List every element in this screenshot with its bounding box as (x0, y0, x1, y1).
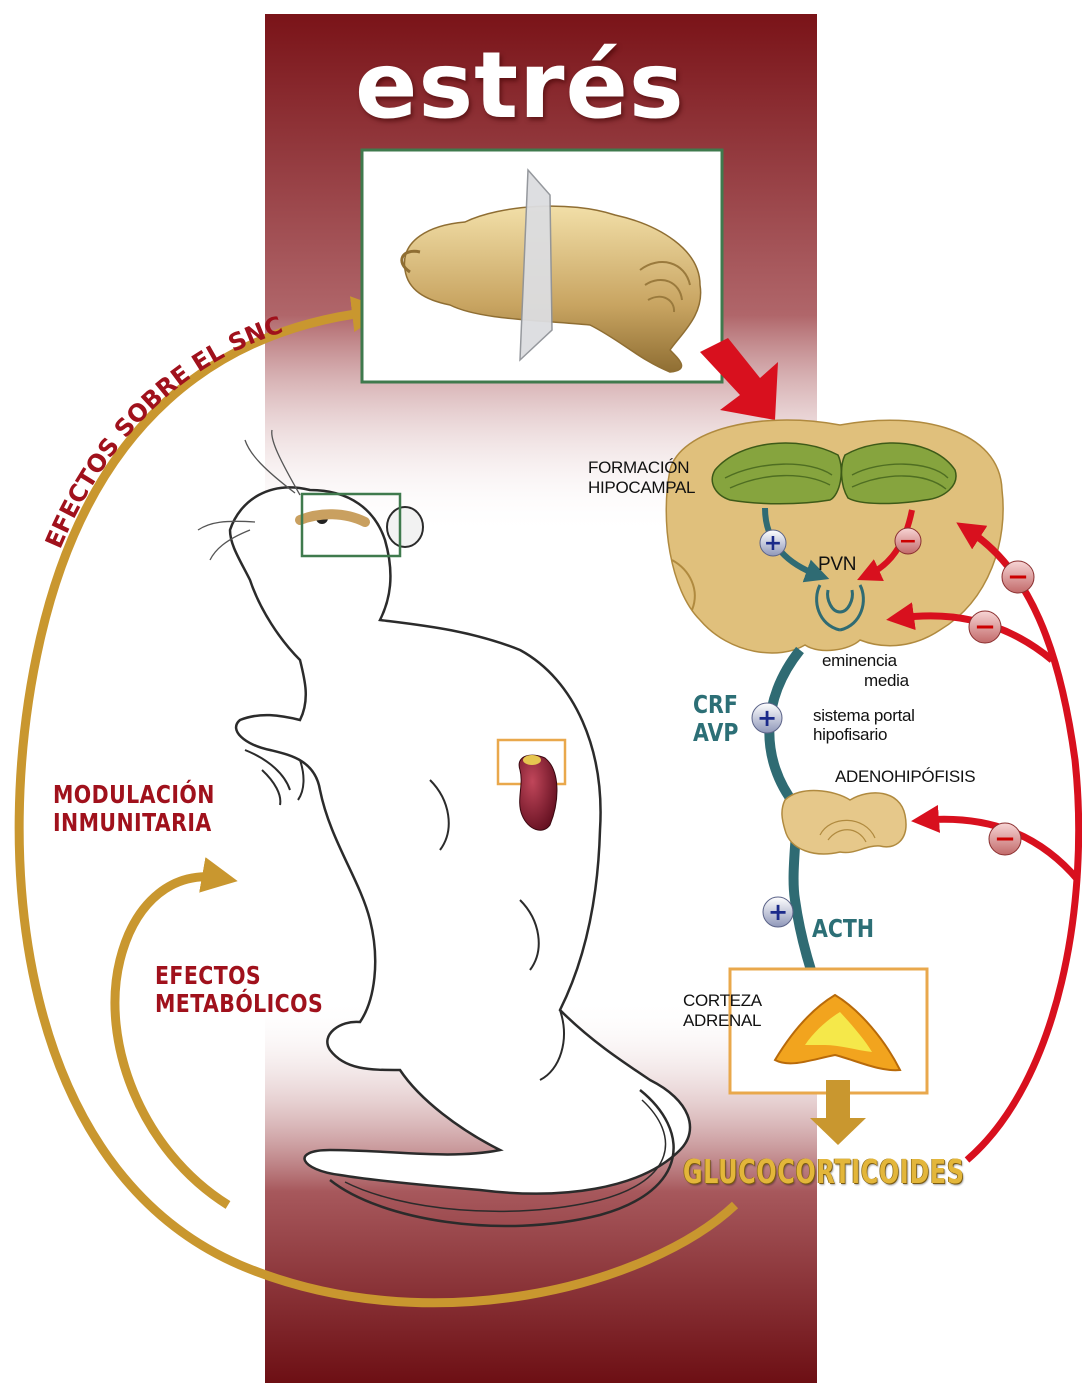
minus-sign-4: − (994, 824, 1016, 854)
metabolicos-label-1: EFECTOS (155, 963, 261, 989)
plus-badge-acth: + (763, 897, 793, 927)
gold-arc-metabolic (115, 877, 228, 1205)
minus-sign-1: − (899, 529, 917, 554)
spleen-icon (519, 755, 557, 830)
adenohipofisis-label: ADENOHIPÓFISIS (835, 768, 975, 786)
formacion-label-1: FORMACIÓN (588, 459, 689, 477)
corteza-label-2: ADRENAL (683, 1012, 761, 1030)
plus-sign-3: + (768, 898, 788, 926)
minus-sign-2: − (1007, 562, 1029, 592)
corteza-label-1: CORTEZA (683, 992, 762, 1010)
minus-badge-hippo: − (895, 528, 921, 554)
plus-badge-crf: + (752, 703, 782, 733)
sistema-label-1: sistema portal (813, 707, 915, 725)
eminencia-label-2: media (864, 672, 909, 690)
minus-badge-feedback-1: − (1002, 561, 1034, 593)
diagram-title: estrés (355, 38, 685, 135)
modulacion-label-1: MODULACIÓN (53, 782, 215, 808)
minus-badge-feedback-2: − (969, 611, 1001, 643)
avp-label: AVP (693, 720, 738, 746)
sistema-label-2: hipofisario (813, 726, 887, 744)
glucocorticoides-label: GLUCOCORTICOIDES (683, 1155, 965, 1190)
metabolicos-label-2: METABÓLICOS (155, 991, 323, 1017)
plus-badge-hippo: + (760, 530, 786, 556)
minus-sign-3: − (974, 612, 996, 642)
formacion-label-2: HIPOCAMPAL (588, 479, 695, 497)
crf-label: CRF (693, 692, 738, 718)
minus-badge-feedback-3: − (989, 823, 1021, 855)
eminencia-label-1: eminencia (822, 652, 897, 670)
pvn-label: PVN (818, 555, 856, 575)
plus-sign-1: + (764, 531, 782, 556)
plus-sign-2: + (757, 704, 777, 732)
modulacion-label-2: INMUNITARIA (53, 810, 212, 836)
acth-label: ACTH (812, 916, 874, 942)
pituitary-icon (782, 791, 906, 854)
